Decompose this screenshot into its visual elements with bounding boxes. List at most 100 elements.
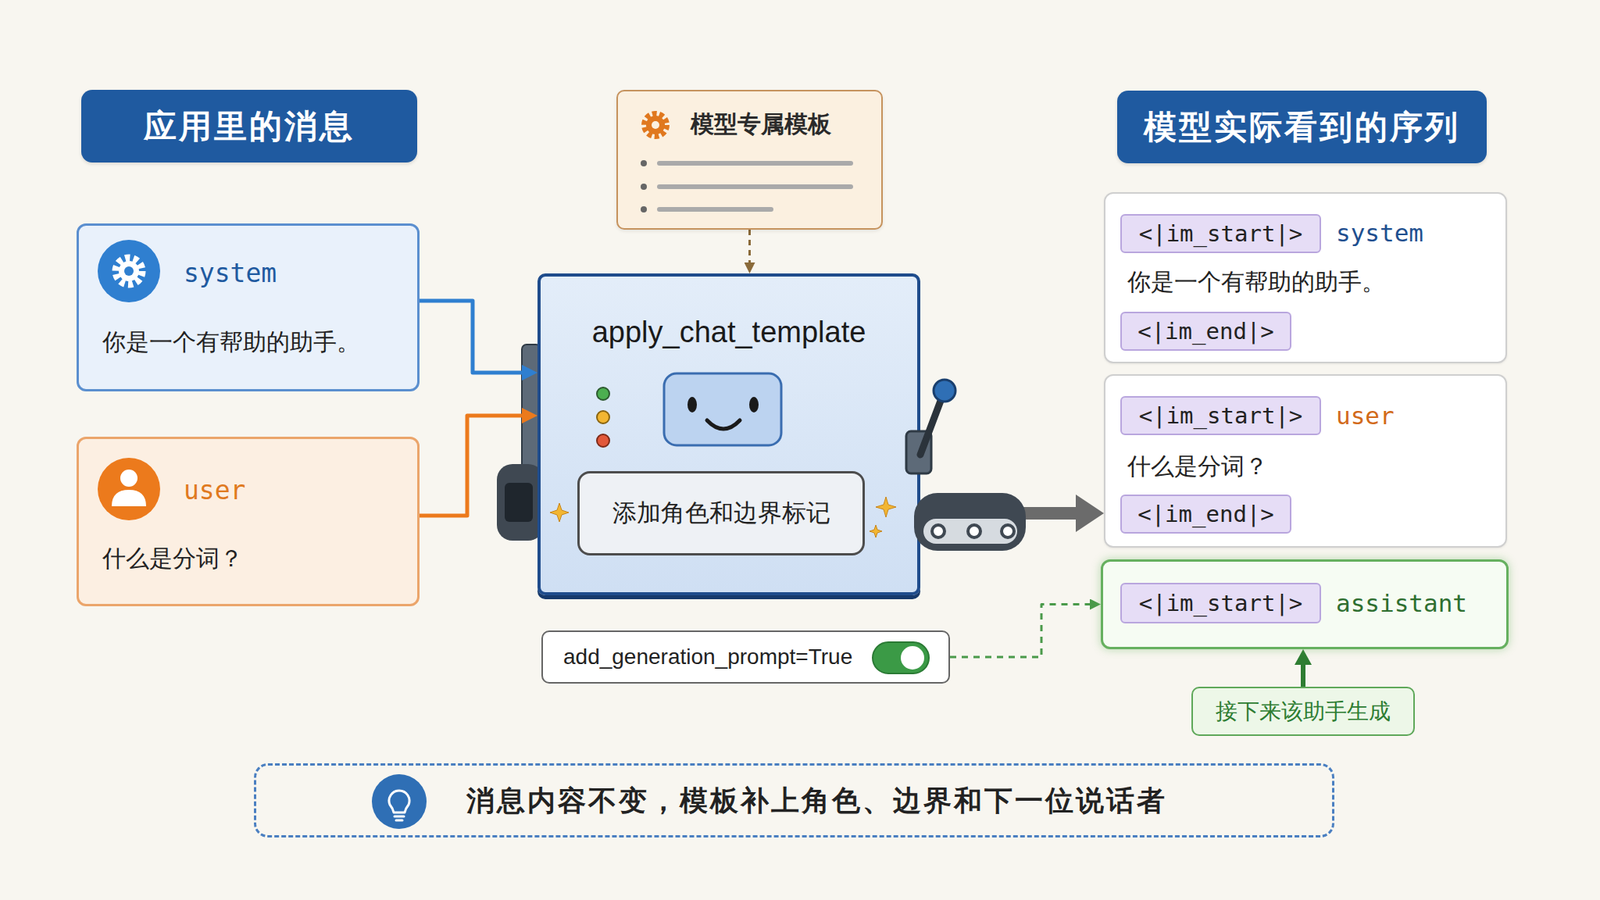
input-conveyor xyxy=(496,464,544,541)
message-card: user 什么是分词？ xyxy=(76,436,420,607)
output-conveyor xyxy=(932,525,945,538)
output-conveyor xyxy=(923,518,1018,544)
sequence-block: user 什么是分词？ <|im_start|> <|im_end|> xyxy=(1103,374,1508,548)
sequence-block: system 你是一个有帮助的助手。 <|im_start|> <|im_end|> xyxy=(1103,192,1508,364)
status-lights xyxy=(596,387,610,447)
lightbulb-icon xyxy=(394,815,404,818)
message-card: system 你是一个有帮助的助手。 xyxy=(76,223,420,392)
role-label: user xyxy=(183,475,246,506)
output-conveyor xyxy=(967,525,981,538)
template-lines xyxy=(640,183,647,190)
option-text: add_generation_prompt=True xyxy=(563,644,853,670)
person-icon xyxy=(97,457,161,521)
lightbulb-icon xyxy=(389,790,410,813)
message-text: 你是一个有帮助的助手。 xyxy=(1127,266,1386,299)
machine-face xyxy=(664,373,782,446)
sequence-block: assistant <|im_start|> xyxy=(1100,559,1509,650)
sparkle xyxy=(550,503,569,522)
output-conveyor xyxy=(1001,525,1015,538)
toggle-switch xyxy=(872,642,929,674)
toggle-switch xyxy=(900,646,925,670)
option-toggle: add_generation_prompt=True xyxy=(541,630,950,684)
lightbulb-icon xyxy=(371,774,427,829)
template-lines xyxy=(659,160,851,166)
message-text: 什么是分词？ xyxy=(1127,450,1268,483)
pointer-arrow xyxy=(1300,664,1306,687)
template-gear-icon xyxy=(651,121,660,129)
dashed-arrow xyxy=(748,229,751,263)
role-label: assistant xyxy=(1335,589,1468,618)
input-conveyor xyxy=(504,482,533,522)
status-lights xyxy=(596,410,610,424)
role-label: system xyxy=(183,257,277,289)
token-text: <|im_start|> xyxy=(1139,402,1304,429)
token-tag: <|im_end|> xyxy=(1120,494,1292,534)
flow-arrow xyxy=(419,300,522,373)
status-lights xyxy=(596,387,610,400)
tip-text: 消息内容不变，模板补上角色、边界和下一位说话者 xyxy=(466,781,1168,820)
tip-box: 消息内容不变，模板补上角色、边界和下一位说话者 xyxy=(253,763,1335,838)
template-lines xyxy=(640,206,647,213)
token-text: <|im_end|> xyxy=(1137,317,1275,345)
sparkle xyxy=(869,525,883,538)
sparkle xyxy=(550,496,897,538)
template-machine: apply_chat_template 添加角色和边界标记 xyxy=(537,273,921,596)
person-icon xyxy=(97,457,161,521)
template-card: 模型专属模板 xyxy=(616,89,883,230)
template-lines xyxy=(659,207,772,212)
message-text: 你是一个有帮助的助手。 xyxy=(102,326,361,359)
lever xyxy=(920,394,943,455)
token-tag: <|im_start|> xyxy=(1120,396,1322,436)
output-conveyor xyxy=(914,492,1026,551)
template-gear-icon xyxy=(644,114,667,136)
header-text: 应用里的消息 xyxy=(143,104,355,149)
role-label: user xyxy=(1335,401,1395,430)
toggle-switch xyxy=(872,642,929,674)
machine-face xyxy=(687,396,697,413)
template-lines xyxy=(640,160,851,213)
lever xyxy=(906,431,932,474)
header-text: 模型实际看到的序列 xyxy=(1143,105,1461,150)
flow-arrow xyxy=(419,415,522,516)
lever xyxy=(906,379,956,474)
note-tag: 接下来该助手生成 xyxy=(1191,686,1415,736)
person-icon xyxy=(111,489,147,507)
dashed-arrow xyxy=(950,604,1090,658)
template-lines xyxy=(640,160,647,167)
machine-face xyxy=(707,420,740,429)
template-lines xyxy=(659,184,851,190)
machine-face xyxy=(749,396,759,413)
side-panel xyxy=(521,344,541,480)
output-arrow xyxy=(920,507,1076,520)
role-label: system xyxy=(1335,218,1424,247)
machine-title: apply_chat_template xyxy=(592,315,867,350)
token-tag: <|im_start|> xyxy=(1120,214,1322,254)
section-header: 模型实际看到的序列 xyxy=(1117,90,1487,164)
person-icon xyxy=(120,469,138,487)
lightbulb-icon xyxy=(396,819,403,822)
gear-icon xyxy=(118,260,140,282)
token-tag: <|im_start|> xyxy=(1120,582,1322,624)
section-header: 应用里的消息 xyxy=(81,89,418,163)
input-conveyor xyxy=(496,464,544,541)
status-lights xyxy=(596,434,610,447)
panel-text: 添加角色和边界标记 xyxy=(612,496,831,530)
machine-panel: 添加角色和边界标记 xyxy=(577,471,865,556)
side-panel xyxy=(521,344,541,480)
gear-icon xyxy=(97,239,161,303)
output-conveyor xyxy=(914,492,1026,551)
card-title: 模型专属模板 xyxy=(690,108,832,141)
machine-face xyxy=(664,373,782,446)
lightbulb-icon xyxy=(371,774,427,829)
lever xyxy=(933,379,956,402)
message-text: 什么是分词？ xyxy=(102,542,243,575)
token-text: <|im_start|> xyxy=(1139,220,1304,247)
note-text: 接下来该助手生成 xyxy=(1215,696,1391,727)
token-text: <|im_end|> xyxy=(1137,500,1275,528)
template-gear-icon xyxy=(644,114,667,136)
token-text: <|im_start|> xyxy=(1139,589,1304,617)
token-tag: <|im_end|> xyxy=(1120,311,1292,351)
